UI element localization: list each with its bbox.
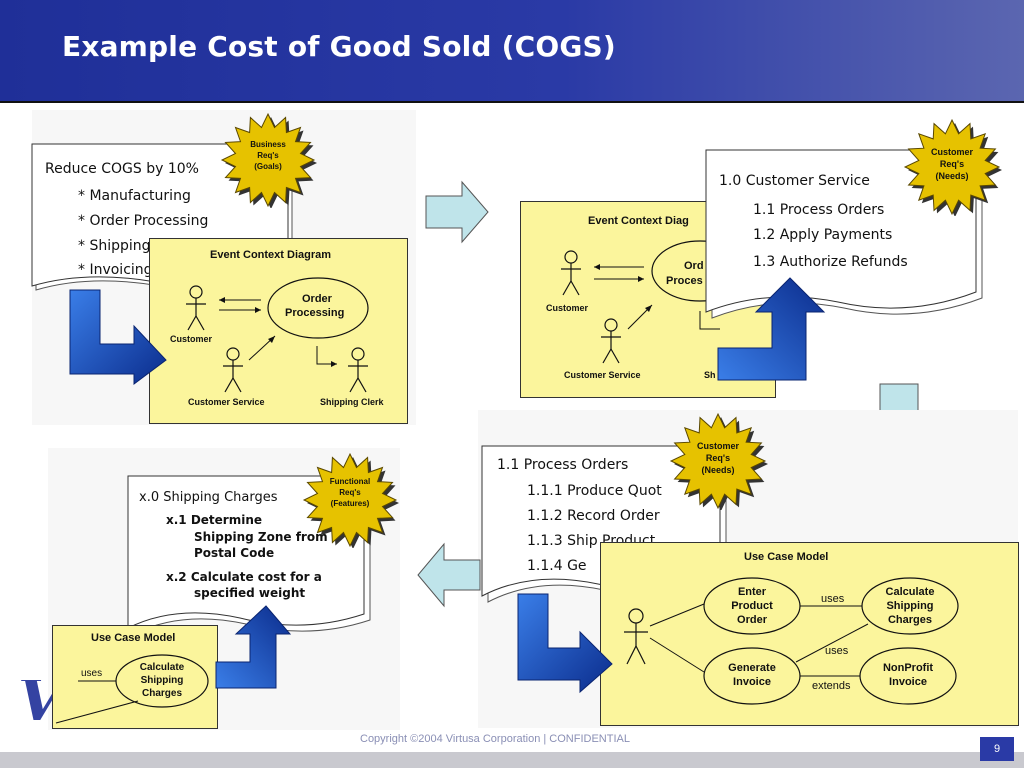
- actor-icon: [186, 285, 206, 331]
- customer-reqs-burst: [669, 412, 768, 510]
- usecase-label: Charges: [141, 688, 182, 699]
- usecase-label: Shipping: [140, 675, 184, 686]
- burst-label: Req's: [257, 151, 279, 160]
- q2-actor-label: Customer Service: [564, 370, 641, 380]
- customer-reqs-burst: [903, 118, 1002, 216]
- q4-doc-item: x.2 Calculate cost for a: [166, 570, 322, 584]
- burst-shape: [903, 118, 1001, 216]
- blue-bend-arrow: [517, 593, 613, 694]
- burst-shape: [220, 112, 316, 208]
- q2-process-label: Proces: [666, 275, 703, 287]
- usecase-label: Enter: [737, 586, 767, 598]
- slide-title: Example Cost of Good Sold (COGS): [62, 30, 616, 63]
- q4-doc-item: specified weight: [194, 586, 306, 600]
- q1-doc-item: * Shipping: [78, 238, 151, 254]
- actor-icon: [624, 608, 648, 665]
- burst-label: Customer: [696, 441, 739, 451]
- burst-label: (Needs): [935, 171, 969, 181]
- q2-diagram-title: Event Context Diag: [588, 215, 689, 227]
- q3-doc-item: 1.1.1 Produce Quot: [527, 483, 662, 499]
- usecase-label: Generate: [728, 662, 776, 674]
- business-reqs-burst: [220, 112, 317, 208]
- actor-icon: [348, 347, 368, 393]
- q2-doc-item: 1.3 Authorize Refunds: [753, 254, 908, 270]
- q1-doc-item: * Manufacturing: [78, 188, 191, 204]
- relation-label: uses: [81, 668, 103, 679]
- q3-usecase-title: Use Case Model: [744, 551, 829, 563]
- q3-use-case-model: [600, 542, 1019, 726]
- q2-document: [705, 149, 983, 319]
- q3-doc-item: 1.1.4 Ge: [527, 558, 587, 574]
- q4-document: [127, 475, 371, 635]
- q1-doc-title: Reduce COGS by 10%: [45, 161, 199, 177]
- q1-doc-item: * Invoicing: [78, 262, 153, 278]
- q1-diagram-shapes: [186, 277, 369, 393]
- relation-label: uses: [825, 645, 849, 657]
- q1-actor-label: Customer: [170, 334, 213, 344]
- q1-event-context-diagram: [149, 238, 408, 424]
- q4-usecase-title: Use Case Model: [91, 632, 176, 644]
- q4-doc-item: Postal Code: [194, 546, 275, 560]
- q2-doc-title: 1.0 Customer Service: [719, 173, 870, 189]
- q2-doc-item: 1.1 Process Orders: [753, 202, 885, 218]
- q4-doc-item: Shipping Zone from: [194, 530, 328, 544]
- blue-bend-arrow: [69, 289, 167, 385]
- q2-actor-label: Sh: [704, 370, 716, 380]
- q3-doc-item: 1.1.2 Record Order: [527, 508, 660, 524]
- usecase-label: Calculate: [139, 662, 185, 673]
- burst-label: Customer: [930, 147, 973, 157]
- q1-process-label: Order: [302, 293, 332, 305]
- burst-label: Business: [250, 140, 286, 149]
- title-underline: [0, 101, 1024, 103]
- q1-doc-item: * Order Processing: [78, 213, 209, 229]
- usecase-label: Invoice: [733, 676, 771, 688]
- burst-label: (Features): [330, 499, 370, 508]
- q1-diagram-title: Event Context Diagram: [210, 249, 332, 261]
- burst-label: Req's: [939, 159, 965, 169]
- usecase-label: Invoice: [889, 676, 927, 688]
- relation-label: extends: [812, 680, 851, 692]
- relation-label: uses: [821, 593, 845, 605]
- q4-usecase-shapes: [55, 654, 209, 724]
- burst-label: Functional: [329, 477, 371, 486]
- usecase-label: Charges: [887, 614, 933, 626]
- page-number: 9: [980, 737, 1014, 761]
- q2-doc-item: 1.2 Apply Payments: [753, 227, 893, 243]
- q1-process-label: Processing: [285, 307, 345, 319]
- flow-arrow-right: [425, 180, 489, 244]
- actor-icon: [223, 347, 243, 393]
- usecase-label: Shipping: [886, 600, 934, 612]
- functional-reqs-burst: [302, 452, 399, 548]
- burst-label: (Goals): [254, 162, 282, 171]
- burst-shape: [669, 412, 767, 510]
- usecase-label: Calculate: [885, 586, 935, 598]
- q1-actor-label: Shipping Clerk: [320, 397, 384, 407]
- burst-shape: [302, 452, 398, 548]
- copyright-text: Copyright ©2004 Virtusa Corporation | CO…: [360, 733, 630, 745]
- title-bar: [0, 0, 1024, 101]
- blue-bend-arrow: [215, 605, 292, 689]
- q4-doc-item: x.1 Determine: [166, 513, 263, 527]
- flow-arrow-left: [417, 542, 481, 608]
- usecase-label: Product: [731, 600, 773, 612]
- blue-bend-arrow: [717, 277, 826, 381]
- footer-bar: [0, 752, 1024, 768]
- q3-usecase-shapes: [624, 577, 959, 705]
- q3-doc-title: 1.1 Process Orders: [497, 457, 629, 473]
- q2-actor-label: Customer: [546, 303, 589, 313]
- q2-process-label: Ord: [684, 260, 704, 272]
- usecase-label: NonProfit: [882, 662, 934, 674]
- q1-actor-label: Customer Service: [188, 397, 265, 407]
- burst-label: (Needs): [701, 465, 735, 475]
- burst-label: Req's: [339, 488, 361, 497]
- burst-label: Req's: [705, 453, 731, 463]
- q4-doc-title: x.0 Shipping Charges: [139, 490, 278, 505]
- usecase-label: Order: [737, 614, 767, 626]
